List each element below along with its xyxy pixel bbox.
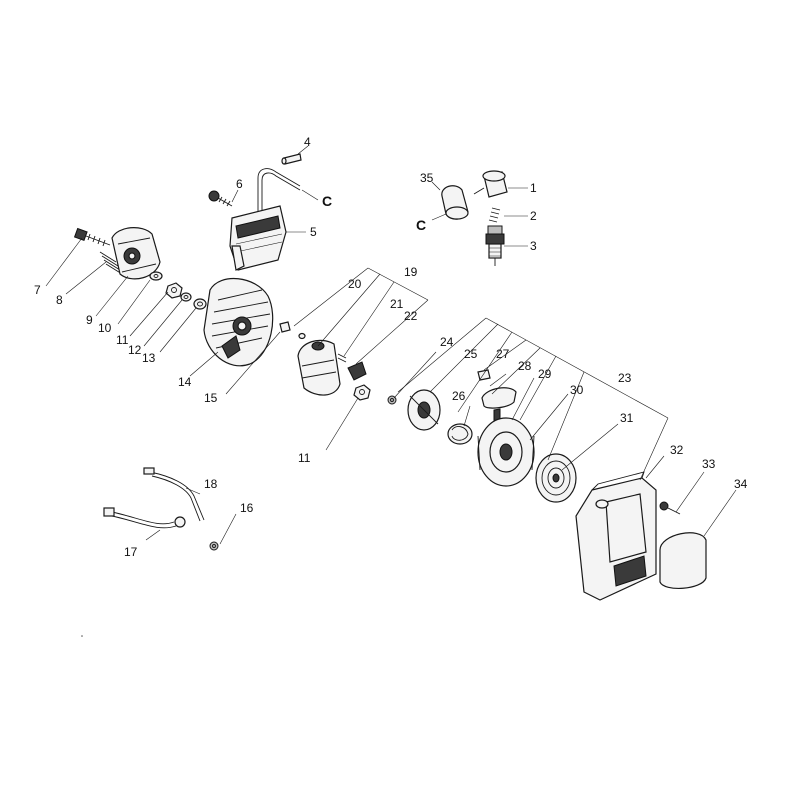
label-part-4: 4 [304, 135, 311, 149]
clutch-part [111, 227, 161, 280]
label-part-27: 27 [496, 347, 510, 361]
label-part-2: 2 [530, 209, 537, 223]
wire-screw-part [209, 541, 219, 551]
stray-dot [81, 635, 83, 637]
label-part-18: 18 [204, 477, 218, 491]
label-part-7: 7 [34, 283, 41, 297]
label-part-35: 35 [420, 171, 434, 185]
spark-plug-cap-part [473, 170, 508, 198]
label-part-34: 34 [734, 477, 748, 491]
nut-part-upper [165, 282, 183, 299]
label-part-24: 24 [440, 335, 454, 349]
label-part-28: 28 [518, 359, 532, 373]
starter-pulley-part [407, 389, 441, 431]
recoil-spring-part [447, 423, 473, 445]
label-part-32: 32 [670, 443, 684, 457]
label-part-11-lower: 11 [298, 451, 311, 465]
label-part-6: 6 [236, 177, 243, 191]
ignition-boot-part [441, 185, 469, 220]
label-part-19: 19 [404, 265, 418, 279]
label-part-21: 21 [390, 297, 404, 311]
starter-clip-part [477, 369, 491, 381]
label-connection-c-boot: C [416, 217, 426, 233]
label-part-14: 14 [178, 375, 192, 389]
cap-spring-part [488, 207, 501, 223]
starter-handle-part [481, 387, 517, 422]
starter-spring-part [535, 453, 577, 503]
part-labels: 1 2 3 4 5 6 7 8 9 10 11 12 13 14 15 11 1… [34, 135, 748, 559]
leader-lines [45, 145, 737, 545]
label-part-25: 25 [464, 347, 478, 361]
washer-part-13 [193, 298, 207, 310]
label-part-16: 16 [240, 501, 254, 515]
starter-reel-part [477, 417, 535, 487]
wire-part-17 [103, 507, 186, 529]
clutch-washer-part [149, 271, 163, 281]
label-part-29: 29 [538, 367, 552, 381]
pawl-spring-part [337, 353, 347, 363]
label-part-15: 15 [204, 391, 218, 405]
clutch-bolt-part [73, 227, 111, 247]
nut-part-lower [353, 384, 371, 401]
label-connection-c-coil: C [322, 193, 332, 209]
ignition-coil-part [229, 168, 301, 271]
label-part-8: 8 [56, 293, 63, 307]
pawl-part [347, 361, 367, 381]
coil-screw-part [208, 190, 233, 207]
label-part-10: 10 [98, 321, 112, 335]
label-part-20: 20 [348, 277, 362, 291]
label-part-9: 9 [86, 313, 93, 327]
key-part [279, 321, 291, 333]
label-part-22: 22 [404, 309, 418, 323]
label-part-31: 31 [620, 411, 634, 425]
cover-screw-part [659, 501, 681, 515]
starter-cover-part [575, 471, 657, 601]
label-part-3: 3 [530, 239, 537, 253]
label-part-12: 12 [128, 343, 142, 357]
label-part-23: 23 [618, 371, 632, 385]
wire-part-18 [143, 467, 205, 522]
label-part-33: 33 [702, 457, 716, 471]
label-part-13: 13 [142, 351, 156, 365]
clutch-spring-part [99, 251, 123, 275]
pawl-housing-part [297, 339, 341, 396]
label-part-26: 26 [452, 389, 466, 403]
label-part-5: 5 [310, 225, 317, 239]
bracket-lines [293, 267, 669, 481]
decal-label-part [659, 532, 707, 589]
label-part-1: 1 [530, 181, 537, 195]
label-part-30: 30 [570, 383, 584, 397]
label-part-11-upper: 11 [116, 333, 129, 347]
hose-tube-part [281, 153, 302, 165]
flywheel-part [203, 277, 274, 367]
washer-part-12 [180, 292, 192, 302]
spark-plug-part [485, 225, 505, 266]
pawl-pin-part-20 [298, 332, 306, 340]
label-part-17: 17 [124, 545, 138, 559]
